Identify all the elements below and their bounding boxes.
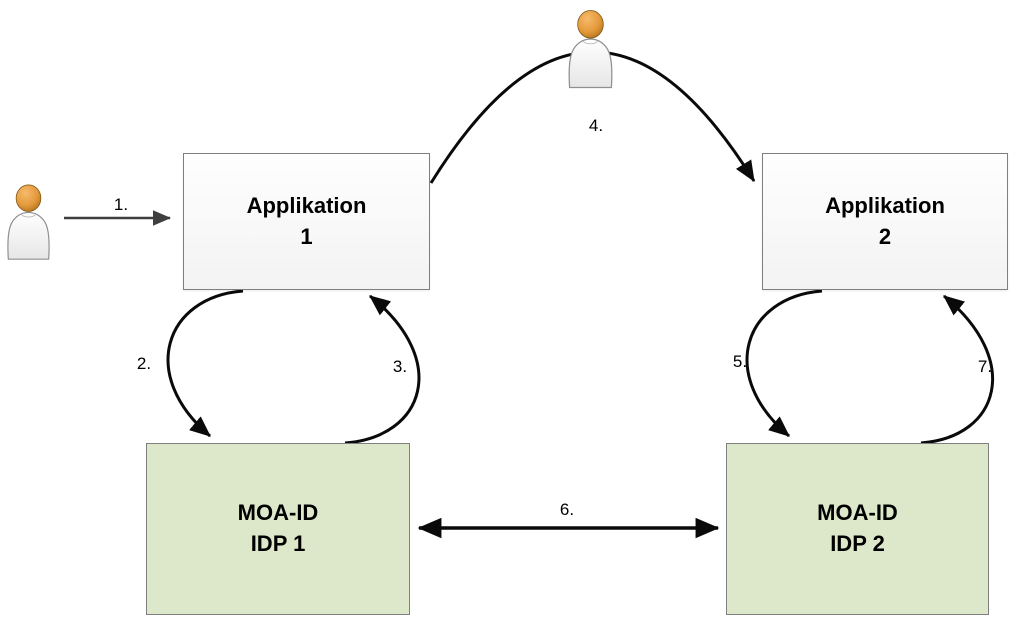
box-moa-id-idp-1-line1: MOA-ID (237, 500, 319, 526)
arrow-label-4: 4. (588, 116, 604, 135)
box-applikation-1-line2: 1 (300, 223, 313, 249)
box-applikation-1-line1: Applikation (246, 192, 367, 218)
box-applikation-1-label: Applikation 1 (247, 191, 367, 253)
arrow-7 (920, 294, 994, 445)
arrow-label-7: 7. (977, 357, 993, 376)
arrow-label-1: 1. (113, 195, 129, 214)
arrow-label-6: 6. (559, 500, 575, 519)
person-icon-top (568, 9, 613, 89)
box-moa-id-idp-1-label: MOA-ID IDP 1 (238, 498, 319, 560)
box-applikation-2: Applikation 2 (762, 153, 1008, 290)
box-moa-id-idp-1: MOA-ID IDP 1 (146, 443, 410, 615)
arrow-5 (745, 289, 823, 438)
box-moa-id-idp-2: MOA-ID IDP 2 (726, 443, 989, 615)
box-moa-id-idp-2-label: MOA-ID IDP 2 (817, 498, 898, 560)
arrow-label-2: 2. (136, 354, 152, 373)
box-moa-id-idp-2-line2: IDP 2 (830, 531, 885, 556)
box-applikation-2-label: Applikation 2 (825, 191, 945, 253)
box-moa-id-idp-2-line1: MOA-ID (817, 500, 898, 526)
person-icon-left (7, 184, 50, 260)
arrow-label-3: 3. (392, 357, 408, 376)
arrow-3 (344, 294, 421, 445)
box-applikation-2-line2: 2 (878, 223, 892, 249)
box-applikation-2-line1: Applikation (825, 192, 945, 218)
arrow-2 (166, 289, 244, 438)
box-applikation-1: Applikation 1 (183, 153, 430, 290)
box-moa-id-idp-1-line2: IDP 1 (250, 531, 306, 556)
arrow-label-5: 5. (732, 352, 748, 371)
